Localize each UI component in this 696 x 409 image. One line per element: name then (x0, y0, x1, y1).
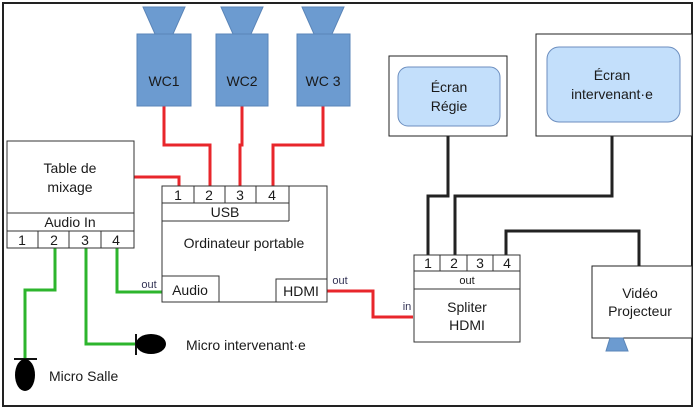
mixer-title-line2: mixage (47, 179, 92, 195)
splitter-port-2[interactable]: 2 (450, 255, 458, 271)
splitter-in-label: in (403, 301, 412, 313)
audio-cable-micro-intervenant (84, 248, 136, 346)
ecran-regie-line1: Écran (431, 79, 468, 95)
ecran-intervenant-line1: Écran (594, 67, 631, 83)
webcam-body (296, 33, 351, 107)
usb-cable-wc3 (271, 106, 325, 186)
webcam-2[interactable]: WC2 (215, 6, 269, 107)
mixer-port-1[interactable]: 1 (18, 232, 26, 248)
usb-port-3[interactable]: 3 (236, 187, 244, 203)
laptop-hdmi-out-label: out (332, 275, 347, 287)
video-cable-projecteur (504, 229, 641, 266)
webcam-body (215, 33, 269, 107)
laptop-audio-out-label: out (141, 279, 156, 291)
audio-cable-laptop-out (115, 248, 162, 294)
video-cable-ecran-regie (426, 136, 450, 255)
splitter-port-1[interactable]: 1 (424, 255, 432, 271)
ecran-regie-line2: Régie (431, 98, 468, 114)
usb-cable-wc1 (162, 106, 212, 186)
projecteur-box (591, 265, 693, 339)
ecran-intervenant-line2: intervenant·e (571, 86, 653, 102)
laptop-audio-label: Audio (172, 282, 208, 298)
usb-port-2[interactable]: 2 (205, 187, 213, 203)
webcam-label: WC 3 (306, 73, 341, 89)
mixer-title-line1: Table de (44, 160, 97, 176)
mixer-box (6, 140, 135, 249)
video-projecteur[interactable] (591, 265, 693, 352)
micro-intervenant-label: Micro intervenant·e (186, 337, 306, 353)
webcam-1[interactable]: WC1 (136, 6, 192, 107)
webcam-body (136, 33, 192, 107)
microphone-icon (15, 359, 35, 391)
laptop-hdmi-label: HDMI (283, 283, 319, 299)
projecteur-line2: Projecteur (608, 303, 672, 319)
splitter-port-4[interactable]: 4 (503, 255, 511, 271)
splitter-out-label: out (459, 275, 474, 287)
laptop-audio-port (161, 275, 220, 303)
video-cable-ecran-intervenant (453, 136, 614, 255)
usb-port-1[interactable]: 1 (174, 187, 182, 203)
usb-cable-mixer (134, 175, 181, 186)
projector-lens-icon (605, 337, 629, 352)
usb-label: USB (211, 204, 240, 220)
usb-cable-wc2 (238, 106, 244, 186)
mixer-port-2[interactable]: 2 (50, 232, 58, 248)
mixer-port-4[interactable]: 4 (112, 232, 120, 248)
micro-intervenant[interactable] (135, 334, 166, 355)
projecteur-line1: Vidéo (622, 285, 658, 301)
mixer-audio-in-label: Audio In (44, 214, 95, 230)
laptop-title: Ordinateur portable (184, 235, 305, 251)
splitter-port-3[interactable]: 3 (476, 255, 484, 271)
hdmi-cable-laptop-splitter (327, 289, 413, 319)
laptop[interactable] (161, 185, 328, 303)
micro-salle[interactable] (14, 358, 37, 391)
ecran-intervenant-display (546, 46, 681, 123)
audio-cable-micro-salle (23, 248, 57, 358)
splitter-title-line2: HDMI (449, 317, 485, 333)
laptop-hdmi-port (275, 278, 328, 303)
ecran-regie[interactable] (388, 55, 508, 137)
webcam-label: WC1 (148, 73, 179, 89)
hdmi-splitter[interactable] (413, 254, 521, 343)
webcam-label: WC2 (226, 73, 257, 89)
ecran-regie-display (397, 66, 501, 127)
splitter-title-line1: Spliter (447, 299, 487, 315)
ecran-intervenant[interactable] (535, 33, 693, 137)
mixer-port-3[interactable]: 3 (81, 232, 89, 248)
micro-salle-label: Micro Salle (49, 368, 118, 384)
usb-port-4[interactable]: 4 (268, 187, 276, 203)
microphone-icon (136, 334, 166, 354)
mixer[interactable] (6, 140, 135, 249)
webcam-3[interactable]: WC 3 (296, 6, 351, 107)
